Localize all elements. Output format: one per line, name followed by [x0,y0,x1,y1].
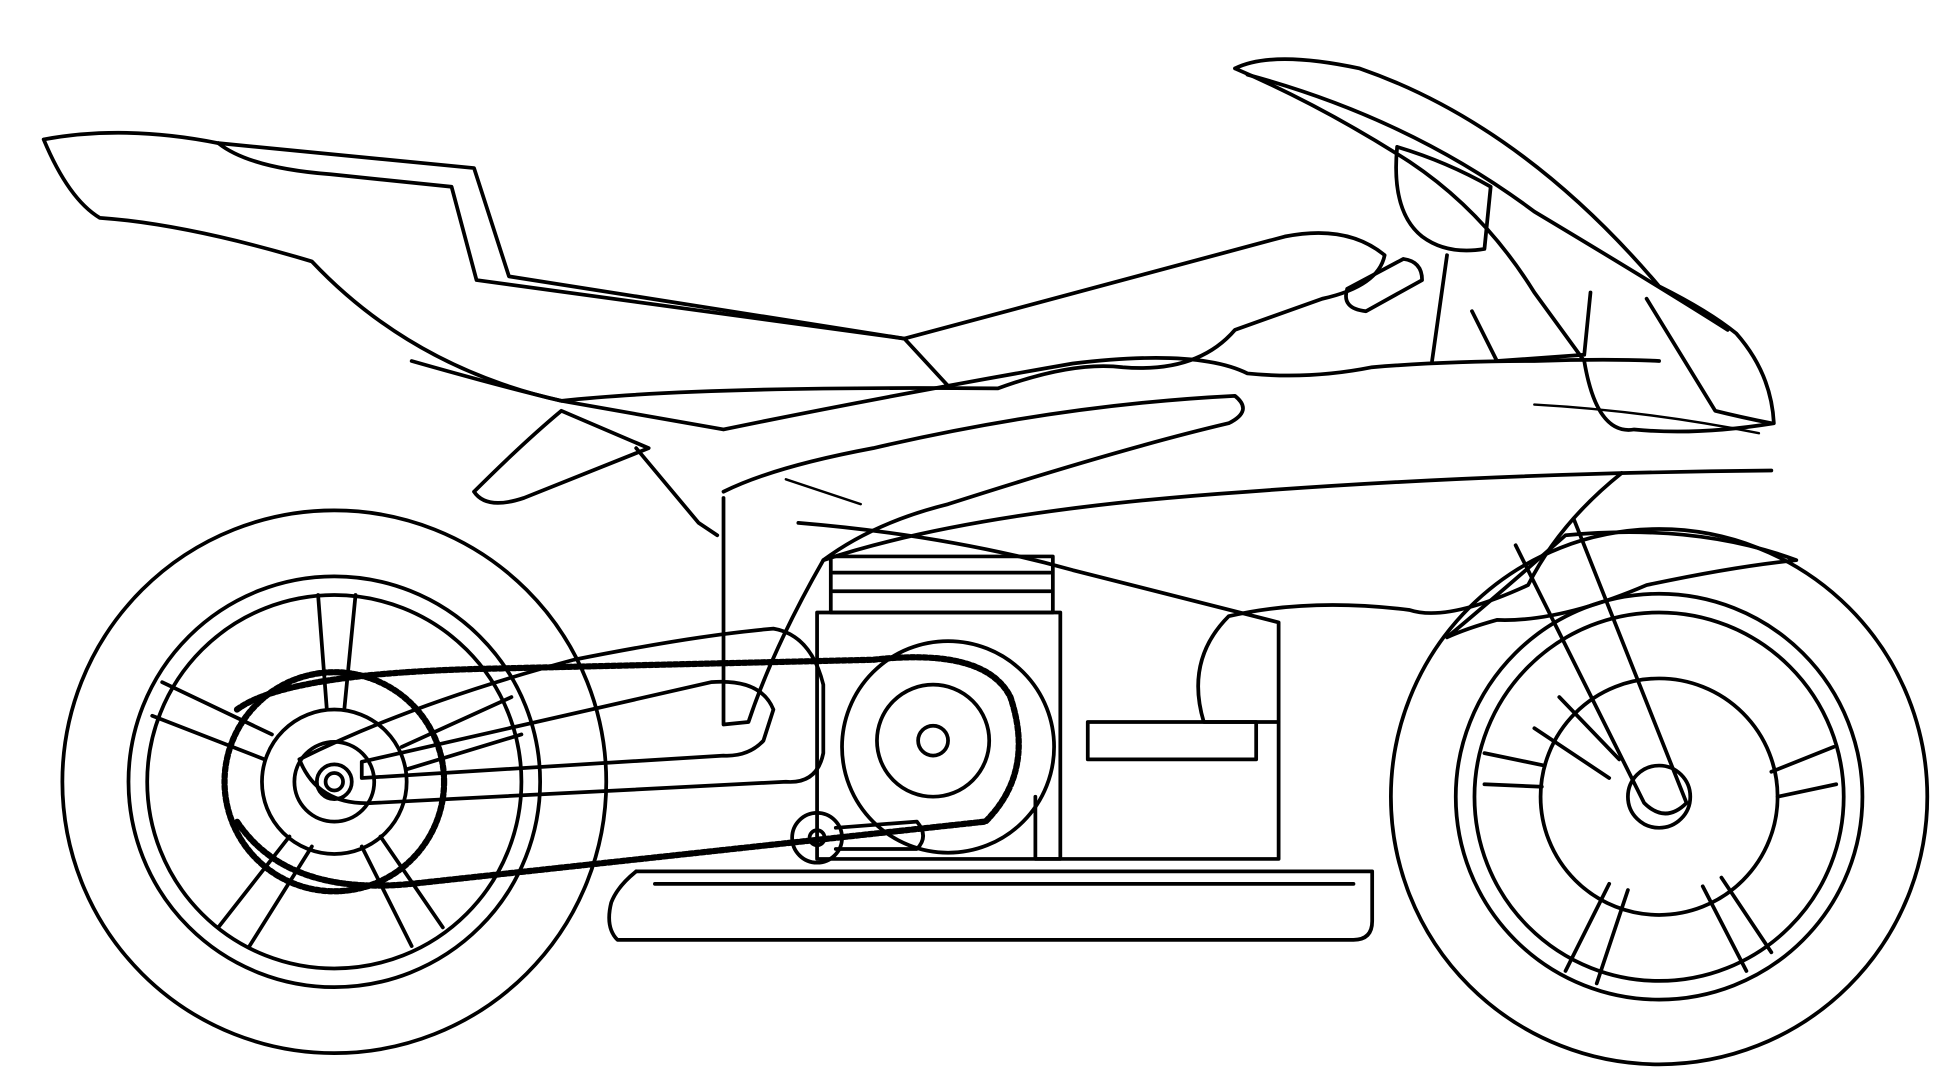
tail-section [41,130,1387,403]
front-fender [1445,530,1799,640]
rear-subframe [472,408,720,538]
front-wheel [1389,527,1930,1067]
lower-fairing [796,468,1774,861]
chain-tensioner [790,811,925,865]
fuel-tank [409,356,1661,432]
handlebar [1344,253,1593,363]
fairing-crease [784,403,1761,506]
headlight [1644,296,1774,426]
rear-sprocket [221,669,448,895]
windscreen-inner [1245,72,1730,332]
front-fork [1513,518,1689,816]
rear-wheel [60,508,609,1055]
mirror [1394,145,1493,253]
exhaust-channel [607,869,1375,942]
swingarm [297,626,826,806]
side-fairing [721,393,1245,727]
drive-chain [233,654,1022,889]
seat-line [216,141,950,388]
windscreen [1233,57,1776,434]
fairing-belly [1196,471,1624,724]
swingarm-cutout [359,679,776,780]
engine [815,554,1259,861]
